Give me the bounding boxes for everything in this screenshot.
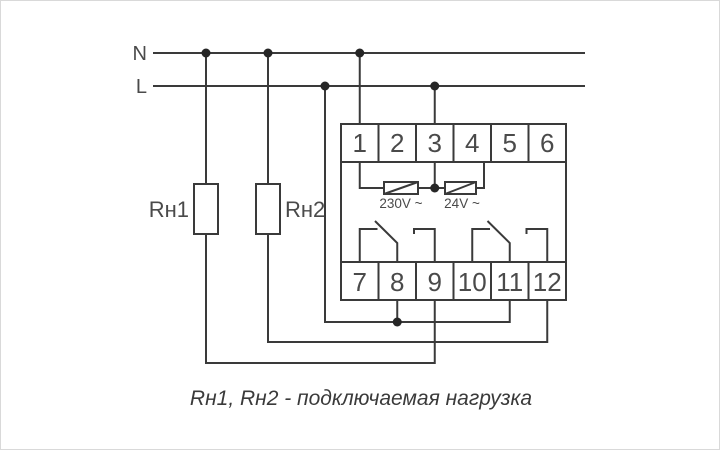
wire-load2-to-terminal12: [267, 234, 549, 343]
terminal-top-5: 5: [503, 128, 517, 158]
terminal-top-2: 2: [390, 128, 404, 158]
wire-coil2-to-terminal4: [476, 162, 485, 189]
contact1-fixed-right: [413, 228, 436, 262]
coil1-voltage-label: 230V ~: [379, 196, 422, 211]
line-rail-label: L: [136, 76, 147, 98]
contact2-moving-arm: [486, 220, 511, 262]
bottom-terminal-dividers: [377, 262, 530, 300]
contact2-fixed-right: [525, 228, 549, 262]
coil2-voltage-label: 24V ~: [444, 196, 480, 211]
load2-label: Rн2: [285, 197, 325, 222]
contact1-fixed-left: [358, 228, 378, 262]
junction-dot-line-commons: [320, 81, 330, 91]
terminal-top-4: 4: [465, 128, 479, 158]
load2-box: [255, 183, 281, 235]
junction-dot-coils: [430, 183, 440, 193]
load1-box: [193, 183, 219, 235]
neutral-rail-label: N: [133, 43, 147, 65]
terminal-bottom-11: 11: [496, 267, 523, 297]
load1-label: Rн1: [149, 197, 189, 222]
terminal-bottom-10: 10: [458, 267, 487, 297]
junction-dot-neutral-load2: [263, 48, 273, 58]
contact1-moving-arm: [374, 220, 399, 262]
coil1-diagonal: [383, 181, 419, 195]
wire-terminal1-to-coil1: [358, 162, 384, 189]
terminal-bottom-12: 12: [533, 267, 562, 297]
terminal-top-3: 3: [428, 128, 442, 158]
junction-dot-neutral-terminal1: [355, 48, 365, 58]
coil2-diagonal: [444, 181, 477, 195]
junction-dot-neutral-load1: [201, 48, 211, 58]
top-terminal-dividers: [377, 124, 530, 162]
terminal-bottom-9: 9: [428, 267, 442, 297]
terminal-bottom-8: 8: [390, 267, 404, 297]
diagram-caption: Rн1, Rн2 - подключаемая нагрузка: [190, 387, 532, 410]
terminal-top-1: 1: [353, 128, 367, 158]
wire-load1-to-terminal9: [205, 234, 436, 364]
junction-dot-line-terminal3: [430, 81, 440, 91]
junction-dot-terminal8: [392, 317, 402, 327]
terminal-top-6: 6: [540, 128, 554, 158]
wire-line-to-commons: [324, 86, 511, 323]
terminal-bottom-7: 7: [353, 267, 367, 297]
contact2-fixed-left: [471, 228, 490, 262]
